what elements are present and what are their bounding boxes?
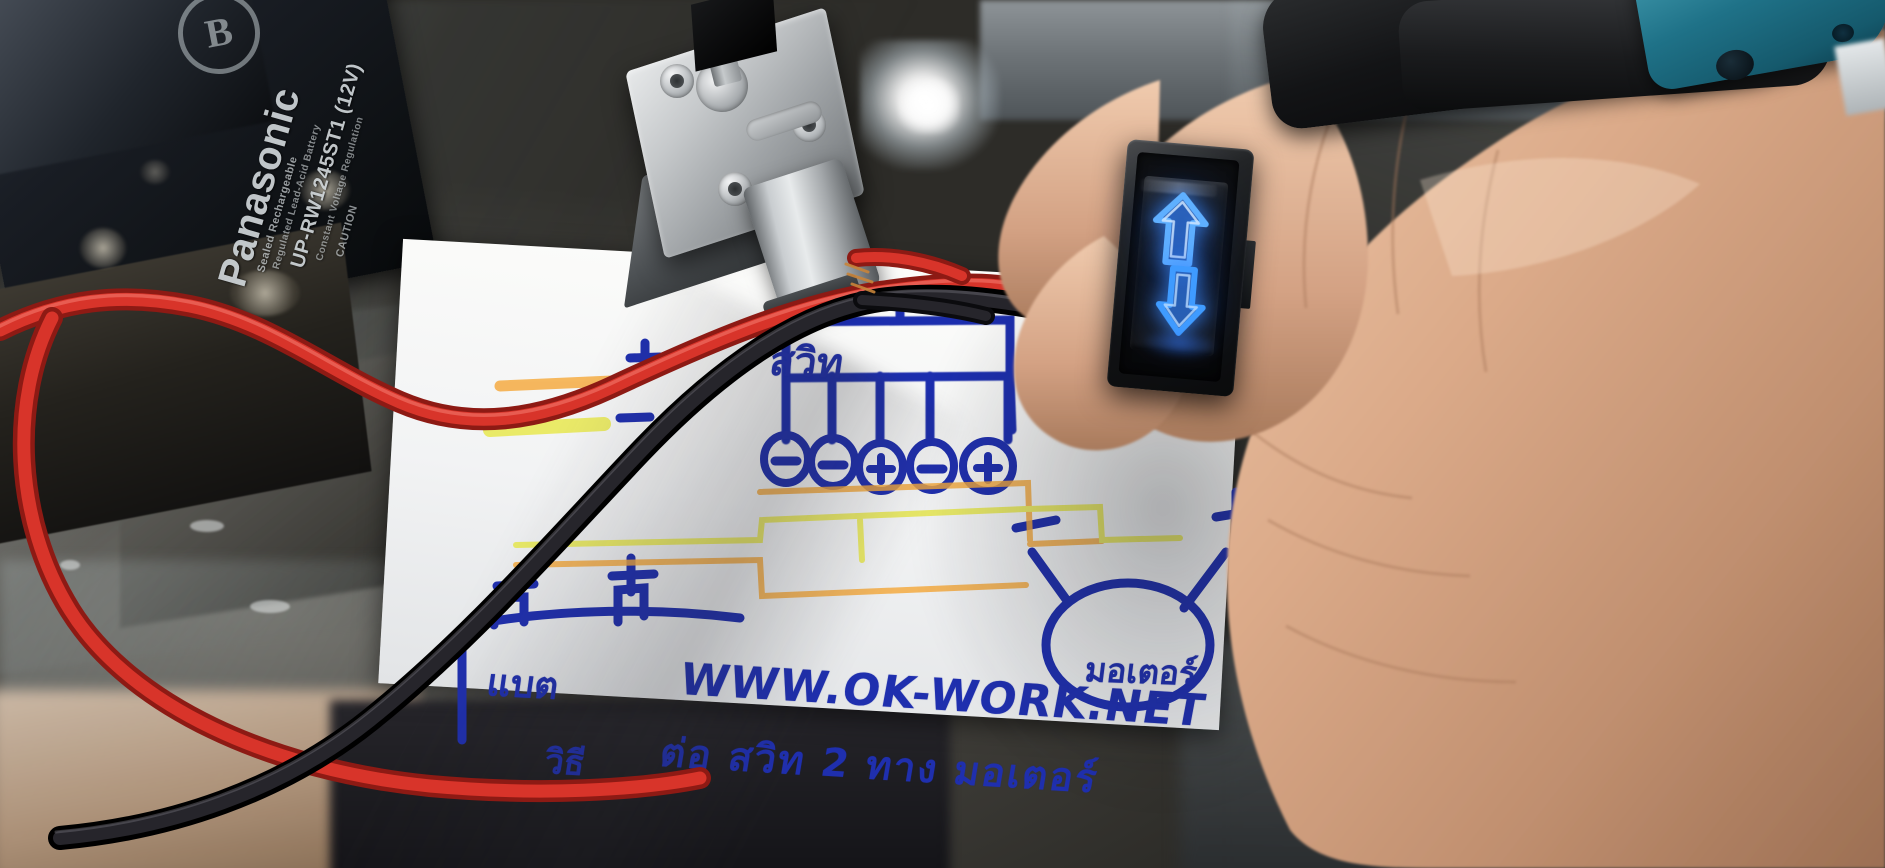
gearbox-screw — [660, 64, 694, 98]
battery-dirt — [140, 160, 170, 184]
lamp-core — [898, 78, 960, 134]
debris-speck — [250, 600, 290, 613]
debris-speck — [190, 520, 224, 532]
battery-dirt — [80, 228, 126, 268]
battery-dirt — [300, 170, 350, 210]
up-arrow-icon[interactable] — [1149, 190, 1212, 274]
down-arrow-icon[interactable] — [1153, 264, 1209, 343]
handwriting-switch-label: สวิท — [766, 338, 847, 388]
background-bottom-right — [1180, 640, 1885, 868]
debris-speck — [60, 560, 80, 570]
handwriting-battery-label: แบต — [484, 661, 562, 708]
handwriting-method-label: วิธี — [541, 742, 588, 784]
